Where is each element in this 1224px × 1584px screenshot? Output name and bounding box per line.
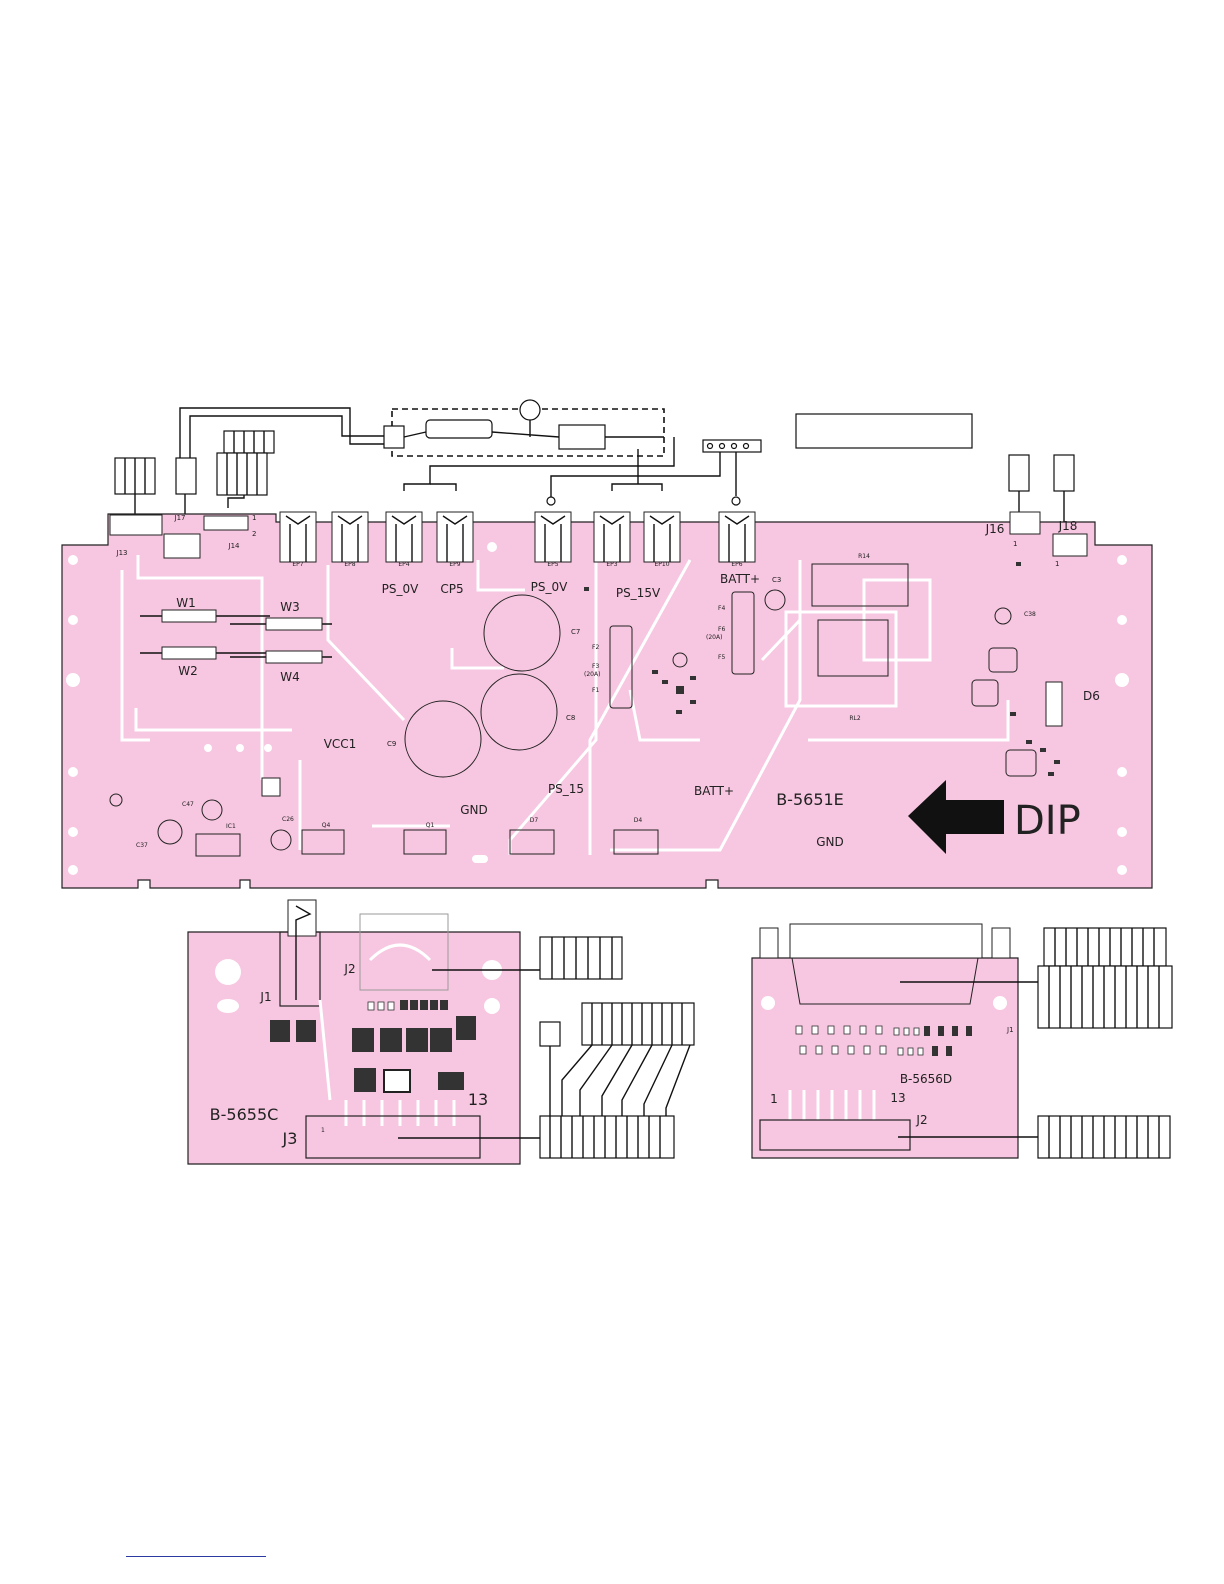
board-c: J1 J2 1 13 J3 B-5655C [188, 900, 694, 1164]
net-label: GND [816, 835, 844, 849]
part-label: F6 [718, 626, 725, 633]
pin-label: 1 [1013, 540, 1017, 548]
wire-label: W1 [176, 596, 196, 610]
dip-label: DIP [1014, 798, 1081, 844]
main-board: EP7 EP8 EP4 EP9 EP5 EP3 EP10 EP6 J13 J17… [62, 512, 1152, 888]
connector-j18 [1053, 534, 1087, 556]
pin-label: 1 [1055, 560, 1059, 568]
pin-label: 1 [321, 1127, 325, 1134]
pin-label: 2 [252, 530, 256, 538]
net-label: BATT+ [694, 784, 734, 798]
net-label: PS_0V [382, 582, 419, 596]
part-label: F3 [592, 663, 599, 670]
wire-table-j18 [1054, 455, 1074, 491]
net-label: PS_0V [531, 580, 568, 594]
part-label: F5 [718, 654, 725, 661]
legend-box [796, 414, 972, 448]
net-label: CP5 [440, 582, 463, 596]
diode-d6 [1046, 682, 1062, 726]
wire-label: W3 [280, 600, 300, 614]
connector-label: J14 [228, 542, 241, 550]
wire-label: W2 [178, 664, 198, 678]
part-label: IC1 [226, 823, 236, 830]
pin-label: 13 [890, 1091, 905, 1105]
footer-rule [126, 1556, 266, 1557]
part-label: C8 [566, 714, 575, 722]
part-label: (20A) [584, 671, 600, 678]
net-label: PS_15V [616, 586, 661, 600]
net-label: PS_15 [548, 782, 584, 796]
part-label: J1 [1006, 1026, 1014, 1034]
pin-label: 1 [770, 1092, 778, 1106]
part-label: C38 [1024, 611, 1036, 618]
wire-table-j14 [217, 431, 274, 495]
harness-ground-lug [520, 400, 540, 420]
eyelet-label: EP8 [344, 561, 355, 568]
part-label: C3 [772, 576, 781, 584]
board-d-outline [752, 958, 1018, 1158]
board-d: J1 1 13 J2 B-5656D [752, 924, 1172, 1158]
part-label: D6 [1083, 689, 1100, 703]
part-label: (20A) [706, 634, 722, 641]
connector-j17 [164, 534, 200, 558]
eyelet-label: EP10 [654, 561, 669, 568]
net-label: BATT+ [720, 572, 760, 586]
net-label: VCC1 [324, 737, 357, 751]
harness-switch [426, 420, 492, 438]
wire-table-j17 [176, 458, 196, 494]
part-label: F2 [592, 644, 599, 651]
eyelet-label: EP3 [606, 561, 617, 568]
part-label: Q4 [322, 822, 331, 829]
part-label: C26 [282, 816, 294, 823]
connector-j14 [204, 516, 248, 530]
part-label: C47 [182, 801, 194, 808]
connector-j16 [1010, 512, 1040, 534]
part-label: F1 [592, 687, 599, 694]
part-label: J2 [915, 1113, 927, 1127]
part-label: C9 [387, 740, 396, 748]
pin-label: 13 [468, 1090, 488, 1109]
part-label: R14 [858, 553, 870, 560]
eyelet-label: EP4 [398, 561, 409, 568]
eyelet-label: EP5 [547, 561, 558, 568]
eyelet-label: EP9 [449, 561, 460, 568]
connector-label: J17 [174, 514, 186, 522]
part-label: Q1 [426, 822, 435, 829]
part-label: F4 [718, 605, 725, 612]
connector-label: J16 [985, 522, 1005, 536]
part-label: D7 [530, 817, 539, 824]
part-label: J2 [343, 962, 355, 976]
wire-table-j16 [1009, 455, 1029, 491]
part-label: J1 [259, 990, 271, 1004]
part-label: C37 [136, 842, 148, 849]
wire-label: W4 [280, 670, 300, 684]
part-label: C7 [571, 628, 580, 636]
connector-label: J13 [116, 549, 128, 557]
board-name: B-5656D [900, 1072, 952, 1086]
d-sub-connector-body [790, 924, 982, 958]
connector-label: J18 [1058, 519, 1078, 533]
pin-label: 1 [252, 514, 256, 522]
part-label: RL2 [849, 715, 861, 722]
eyelet-label: EP6 [731, 561, 742, 568]
part-label: D4 [634, 817, 643, 824]
wire-table-j13 [115, 458, 155, 494]
harness-block-left [384, 426, 404, 448]
harness-block-right [559, 425, 605, 449]
board-name: B-5651E [776, 790, 844, 809]
net-label: GND [460, 803, 488, 817]
part-label: J3 [282, 1129, 298, 1148]
eyelet-label: EP7 [292, 561, 303, 568]
connector-j13 [110, 515, 162, 535]
board-name: B-5655C [210, 1105, 279, 1124]
